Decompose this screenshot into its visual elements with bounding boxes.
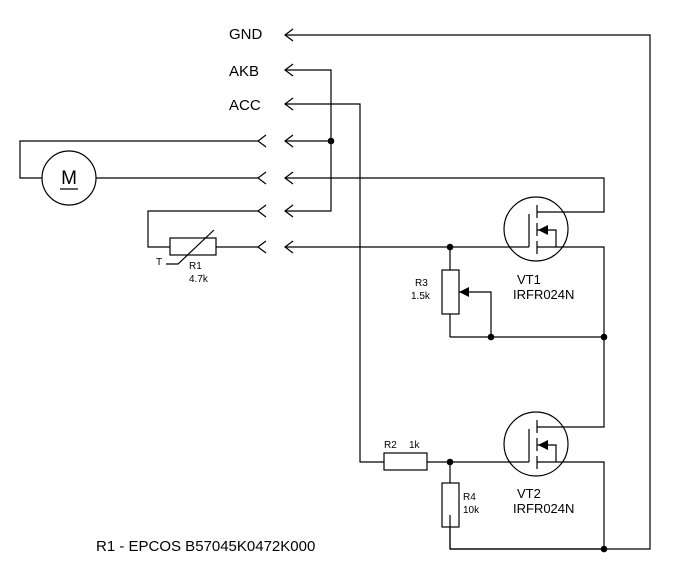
thermistor-body (169, 237, 217, 256)
mosfet-vt1: VT1 IRFR024N (500, 196, 574, 302)
vt2-arrow (538, 440, 548, 450)
vt1-circle (503, 196, 569, 262)
motor-letter: M (61, 168, 77, 189)
resistor-r4: R4 10k (441, 482, 604, 550)
r1-ref: R1 (189, 261, 202, 272)
vt1-ref: VT1 (517, 272, 541, 287)
r4-value: 10k (463, 505, 480, 516)
acc-terminal-label: ACC (229, 97, 261, 114)
mosfet-vt2: VT2 IRFR024N (500, 411, 574, 516)
motor-circle (41, 150, 97, 206)
r1-value: 4.7k (189, 274, 209, 285)
akb-terminal-label: AKB (229, 63, 259, 80)
junction-dots (327, 137, 608, 553)
vt2-ref: VT2 (517, 486, 541, 501)
thermistor-r1: T R1 4.7k (156, 229, 217, 285)
resistor-r2: R2 1k (383, 440, 428, 471)
r3-value: 1.5k (411, 291, 431, 302)
r1-part-note: R1 - EPCOS B57045K0472K000 (96, 538, 315, 555)
r2-value: 1k (409, 440, 421, 451)
r2-ref: R2 (384, 440, 397, 451)
thermistor-t-label: T (156, 257, 162, 268)
vt2-part: IRFR024N (513, 501, 574, 516)
r2-body (383, 452, 428, 471)
r4-ref: R4 (463, 492, 476, 503)
thermistor-slash (166, 229, 215, 265)
r3-ref: R3 (415, 278, 428, 289)
r3-body (441, 269, 460, 315)
potentiometer-r3: R3 1.5k (411, 269, 469, 315)
vt1-part: IRFR024N (513, 287, 574, 302)
vt2-circle (503, 411, 569, 477)
gnd-terminal-label: GND (229, 26, 263, 43)
motor-symbol: M (41, 150, 97, 206)
r3-wiper-arrow (459, 287, 469, 297)
vt1-arrow (538, 225, 548, 235)
